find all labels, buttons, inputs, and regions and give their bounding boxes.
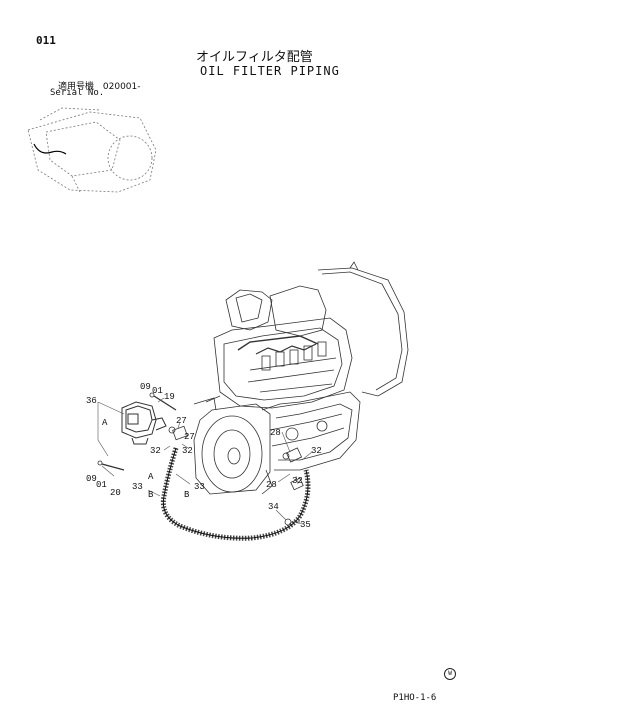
serial-value: 020001-: [102, 82, 141, 92]
serial-range: 適用号機 020001-: [58, 79, 141, 92]
page-number: 011: [36, 34, 56, 47]
serial-label: Serial No.: [50, 88, 105, 98]
callout-32: 32: [311, 446, 322, 456]
fitting-right: [282, 447, 303, 463]
oil-filter: [121, 401, 167, 445]
revision-mark: W: [444, 668, 456, 680]
callout-20: 20: [110, 488, 121, 498]
page-title-japanese: オイルフィルタ配管: [196, 50, 313, 65]
fitting-lower: [290, 477, 304, 491]
callout-09: 09: [140, 382, 151, 392]
key-map-highlight: [33, 143, 67, 155]
callout-01: 01: [152, 386, 163, 396]
callout-27: 27: [184, 432, 195, 442]
callout-35: 35: [300, 520, 311, 530]
callout-32: 32: [150, 446, 161, 456]
callout-A: A: [102, 418, 108, 428]
hose-clamp: [284, 518, 300, 526]
callout-34: 34: [268, 502, 279, 512]
key-map-thumbnail: [27, 107, 157, 193]
callout-01: 01: [96, 480, 107, 490]
callout-B: B: [148, 490, 154, 500]
callout-28: 28: [266, 480, 277, 490]
engine-block: [193, 261, 409, 495]
callout-32: 32: [182, 446, 193, 456]
callout-32: 32: [292, 476, 303, 486]
callout-33: 33: [194, 482, 205, 492]
callout-A: A: [148, 472, 154, 482]
oil-hose: [160, 447, 311, 541]
bolt-lower: [97, 460, 125, 471]
callout-28: 28: [270, 428, 281, 438]
page-title: OIL FILTER PIPING: [200, 64, 340, 78]
figure-code: P1HO-1-6: [393, 693, 437, 703]
callout-27: 27: [176, 416, 187, 426]
bolt-upper: [149, 392, 177, 411]
callout-36: 36: [86, 396, 97, 406]
callout-09: 09: [86, 474, 97, 484]
serial-label-japanese: 適用号機: [58, 82, 95, 92]
callout-B: B: [184, 490, 190, 500]
callout-19: 19: [164, 392, 175, 402]
fitting-upper: [168, 425, 188, 441]
callout-33: 33: [132, 482, 143, 492]
leader-lines: [97, 397, 313, 525]
